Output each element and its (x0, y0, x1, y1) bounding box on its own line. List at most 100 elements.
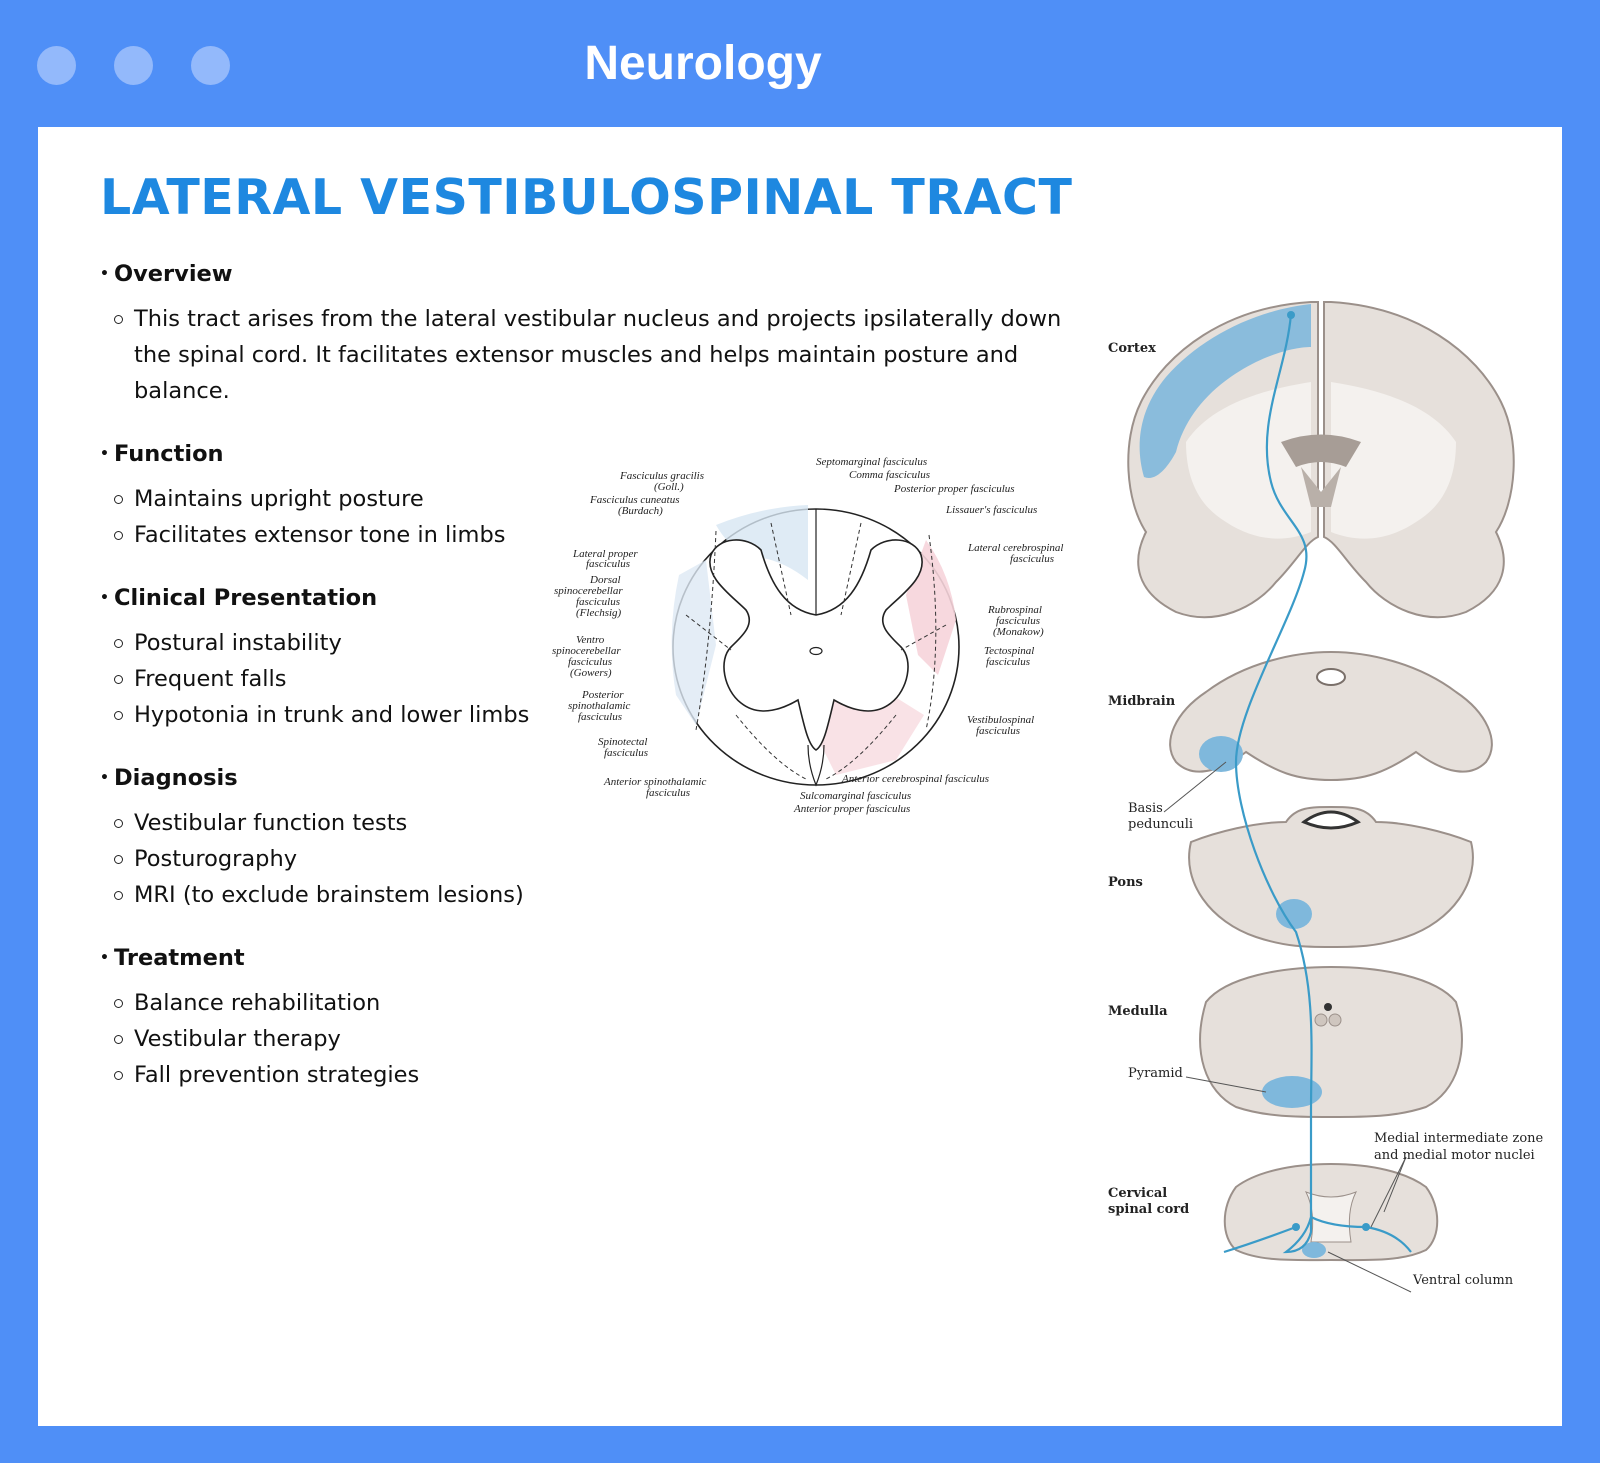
grey-matter-outline (709, 539, 923, 751)
list-item: Vestibular function tests (100, 805, 1100, 841)
ventral-column-highlight (1302, 1242, 1326, 1258)
bullet-icon: • (100, 950, 109, 966)
label-lateral-cs-2: fasciculus (1010, 553, 1054, 565)
label-medulla: Medulla (1108, 1004, 1168, 1019)
list-item: Vestibular therapy (100, 1021, 1100, 1057)
label-cortex: Cortex (1108, 341, 1156, 356)
label-posterior-st: Posterior (581, 689, 624, 701)
label-posterior-st-3: fasciculus (578, 711, 622, 723)
label-posterior-st-2: spinothalamic (568, 700, 630, 712)
label-rubrospinal-3: (Monakow) (993, 626, 1044, 638)
label-lateral-cs: Lateral cerebrospinal (967, 542, 1063, 554)
bullet-icon: • (100, 590, 109, 606)
label-comma: Comma fasciculus (849, 469, 930, 481)
label-dorsal-sc: Dorsal (589, 574, 621, 586)
midbrain-section (1169, 650, 1493, 782)
circle-bullet-icon (114, 639, 123, 648)
anterior-median-fissure (807, 744, 825, 787)
label-ventral-column: Ventral column (1412, 1273, 1514, 1288)
brain-coronal-section (1127, 301, 1515, 619)
pons-section (1188, 806, 1474, 948)
spinocerebellar-shading (671, 560, 716, 725)
window-titlebar: Neurology (0, 0, 1600, 127)
label-ventro-sc-4: (Gowers) (570, 667, 612, 679)
label-dorsal-sc-4: (Flechsig) (576, 607, 622, 619)
section-heading: Overview (114, 261, 233, 287)
list-item: This tract arises from the lateral vesti… (100, 301, 1094, 409)
label-anterior-cs: Anterior cerebrospinal fasciculus (841, 773, 989, 785)
label-lateral-proper: Lateral proper (572, 548, 638, 560)
vestibulospinal-tract-diagram: Cortex Midbrain Pons Medulla Cervical sp… (1108, 301, 1544, 1293)
cortex-highlight (1139, 304, 1311, 478)
circle-bullet-icon (114, 855, 123, 864)
label-gracilis: Fasciculus gracilis (619, 470, 704, 482)
label-dorsal-sc-2: spinocerebellar (554, 585, 623, 597)
label-rubrospinal-2: fasciculus (996, 615, 1040, 627)
circle-bullet-icon (114, 891, 123, 900)
circle-bullet-icon (114, 1071, 123, 1080)
label-ventro-sc: Ventro (576, 634, 605, 646)
label-medial-zone: Medial intermediate zone (1374, 1131, 1544, 1146)
label-vestibulospinal: Vestibulospinal (967, 714, 1034, 726)
list-item: Frequent falls (100, 661, 1100, 697)
list-item: Posturography (100, 841, 1100, 877)
section-overview: • Overview This tract arises from the lat… (100, 257, 1100, 409)
section-heading: Function (114, 441, 224, 467)
spinal-cord-cross-section-figure: Septomarginal fasciculus Comma fasciculu… (552, 456, 1063, 815)
label-cervical-2: spinal cord (1108, 1202, 1189, 1217)
section-heading: Diagnosis (114, 765, 238, 791)
page-title: LATERAL VESTIBULOSPINAL TRACT (100, 169, 1073, 226)
tract-path (1234, 313, 1412, 1254)
content-panel: LATERAL VESTIBULOSPINAL TRACT • Overview … (38, 127, 1562, 1426)
label-sulcomarginal: Sulcomarginal fasciculus (800, 790, 911, 802)
list-item: Fall prevention strategies (100, 1057, 1100, 1093)
circle-bullet-icon (114, 999, 123, 1008)
label-cuneatus: Fasciculus cuneatus (589, 494, 680, 506)
window-maximize-button[interactable] (191, 46, 230, 85)
label-cuneatus-sub: (Burdach) (618, 505, 663, 517)
bullet-icon: • (100, 770, 109, 786)
notes-column: • Overview This tract arises from the lat… (100, 257, 1100, 1093)
list-item: Maintains upright posture (100, 481, 1100, 517)
section-heading: Treatment (114, 945, 245, 971)
label-midbrain: Midbrain (1108, 694, 1176, 709)
fasciculus-gracilis-shading (716, 505, 808, 580)
section-heading: Clinical Presentation (114, 585, 378, 611)
label-ventro-sc-3: fasciculus (568, 656, 612, 668)
label-lissauer: Lissauer's fasciculus (945, 504, 1037, 516)
label-spinotectal-2: fasciculus (604, 747, 648, 759)
bullet-icon: • (100, 446, 109, 462)
label-spinotectal: Spinotectal (598, 736, 648, 748)
section-clinical-presentation: •Clinical Presentation Postural instabil… (100, 581, 1100, 733)
list-item: Balance rehabilitation (100, 985, 1100, 1021)
circle-bullet-icon (114, 531, 123, 540)
label-pons: Pons (1108, 875, 1143, 890)
label-anterior-st-2: fasciculus (646, 787, 690, 799)
label-gracilis-sub: (Goll.) (654, 481, 684, 493)
circle-bullet-icon (114, 1035, 123, 1044)
section-function: • Function Maintains upright posture Faci… (100, 437, 1100, 553)
label-anterior-proper: Anterior proper fasciculus (793, 803, 910, 815)
label-rubrospinal: Rubrospinal (987, 604, 1042, 616)
cervical-cord-section (1223, 1162, 1439, 1262)
label-posterior-proper: Posterior proper fasciculus (893, 483, 1015, 495)
bullet-icon: • (100, 266, 109, 282)
pons-tract-highlight (1276, 899, 1312, 929)
label-cervical: Cervical (1108, 1186, 1167, 1201)
circle-bullet-icon (114, 675, 123, 684)
label-basis: Basis (1128, 801, 1163, 816)
label-tectospinal: Tectospinal (984, 645, 1034, 657)
label-ventro-sc-2: spinocerebellar (552, 645, 621, 657)
window-minimize-button[interactable] (114, 46, 153, 85)
circle-bullet-icon (114, 315, 123, 324)
label-medial-zone-2: and medial motor nuclei (1374, 1148, 1535, 1163)
window-title: Neurology (584, 37, 822, 90)
circle-bullet-icon (114, 819, 123, 828)
list-item: Hypotonia in trunk and lower limbs (100, 697, 1100, 733)
section-diagnosis: • Diagnosis Vestibular function tests Pos… (100, 761, 1100, 913)
list-item: Facilitates extensor tone in limbs (100, 517, 1100, 553)
label-pyramid: Pyramid (1128, 1066, 1183, 1081)
basis-pedunculi-highlight (1199, 736, 1243, 772)
label-septomarginal: Septomarginal fasciculus (816, 456, 927, 468)
window-close-button[interactable] (37, 46, 76, 85)
